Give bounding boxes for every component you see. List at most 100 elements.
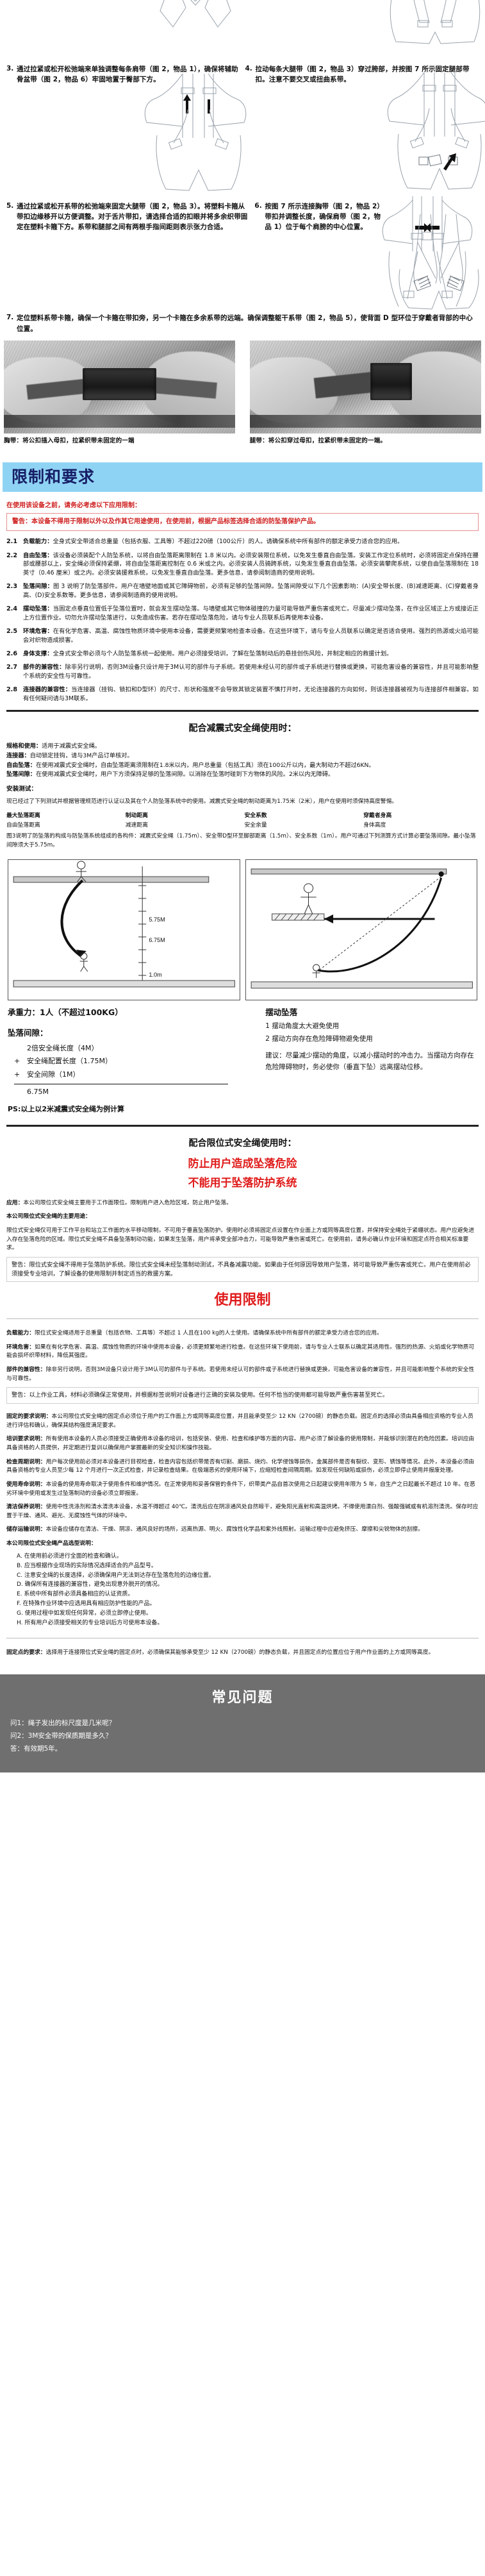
selection-bullet-2: C. 注意安全绳的长度选择，必须确保用户无法到达存在坠落危险的边缘位置。	[17, 1572, 215, 1579]
shock-factor-head: 穿戴者身高	[363, 812, 392, 819]
shock-section-title: 配合减震式安全绳使用时：	[188, 723, 297, 734]
harness-figure-legs-cross	[384, 214, 485, 310]
shock-spec-key: 规格和使用：	[6, 743, 42, 750]
photo-cell-leg: 腿带：将公扣穿过母扣，拉紧织带未固定的一端。	[249, 340, 481, 446]
shock-spec-key: 连接器：	[6, 752, 30, 759]
limits-red-warning-box: 警告：本设备不得用于限制以外以及作其它用途使用，在使用前，根据产品标签选择合适的…	[6, 513, 479, 532]
clause-title: 连接器的兼容性：	[23, 686, 72, 694]
use-limit-warning-box: 警告：以上作业工具，材料必须确保正常使用，并根据标签说明对设备进行正确的安装及使…	[6, 1387, 479, 1404]
clause-number: 2.3	[6, 583, 17, 591]
harness-figure-legstraps-right	[384, 72, 485, 191]
training-value: 所有使用本设备的人员必须接受正确使用本设备的培训，包括安装、使用、检查和维护等方…	[6, 1436, 475, 1452]
faq-item-0: 问1：绳子发出的标尺度是几米呢？	[10, 1719, 116, 1727]
lifespan-key: 使用寿命说明：	[6, 1481, 46, 1488]
harness-sketch-band-top	[0, 0, 485, 62]
harness-sketch-band-mid	[0, 72, 485, 199]
use-limit-item-0: 负载能力：限位式安全绳适用于总重量（包括衣物、工具等）不超过 1 人且在100 …	[0, 1327, 485, 1341]
harness-figure-shoulder	[135, 0, 256, 53]
faq-section: 常见问题 问1：绳子发出的标尺度是几米呢？ 问2：3M安全带的保质期是多久？ 答…	[0, 1674, 485, 1772]
svg-text:1.0m: 1.0m	[149, 972, 161, 978]
shock-spec-value: 在使用减震式安全绳时，自由坠落距离须限制在1.8米以内，用户总重量（包括工具）须…	[35, 761, 375, 769]
shock-spec-2: 自由坠落：在使用减震式安全绳时，自由坠落距离须限制在1.8米以内，用户总重量（包…	[6, 761, 479, 771]
limit-application-text: 本公司限位式安全绳主要用于工作面限位。限制用户进入危险区域，防止用户坠落。	[23, 1199, 232, 1206]
summary-block: 承重力：1人（不超过100KG） 坠落间隙： 2倍安全绳长度（4M） +安全绳配…	[0, 1000, 485, 1098]
training-key: 培训要求说明：	[6, 1436, 46, 1443]
summary-eq-value: 安全绳配置长度（1.75M）	[27, 1057, 112, 1066]
clause-number: 2.2	[6, 551, 17, 559]
summary-eq-op: +	[14, 1070, 21, 1079]
clause-2-8: 2.8 连接器的兼容性：当连接器（挂钩、锁扣和D型环）的尺寸、形状和强度不会导致…	[6, 686, 479, 703]
clause-number: 2.8	[6, 686, 17, 694]
summary-eq-op: +	[14, 1057, 21, 1066]
selection-bullet-0: A. 在使用前必须进行全面的检查和确认。	[17, 1553, 122, 1560]
anchor-point-value: 选择用于连接限位式安全绳的固定点时，必须确保其能够承受至少 12 KN（2700…	[45, 1649, 434, 1656]
selection-lead-label: 本公司限位式安全绳产品选型说明：	[6, 1540, 97, 1547]
shock-factor-1: 制动距离减速距离	[126, 812, 241, 830]
clause-2-4: 2.4 摆动坠落：当固定点垂直位置低于坠落位置时，就会发生摆动坠落。与墙壁或其它…	[6, 605, 479, 623]
use-limit-key: 负载能力：	[6, 1330, 35, 1337]
harness-figure-back	[384, 0, 485, 55]
step-3-number: 3.	[6, 65, 14, 72]
photo-leg-buckle	[249, 340, 481, 434]
summary-total: 6.75M	[27, 1088, 49, 1097]
limit-lead-label: 本公司限位式安全绳的主要用途：	[6, 1213, 91, 1220]
shock-diagram-note: 图3说明了防坠落的构成与防坠落系统组成的各构件：减震式安全绳（1.75m）、安全…	[6, 833, 476, 848]
anchor-requirement-value: 本公司限位式安全绳的固定点必须位于用户的工作面上方或同等高度位置，并且能承受至少…	[6, 1413, 473, 1429]
shock-spec-key: 坠落间隙：	[6, 771, 36, 779]
summary-right: 摆动坠落 1 摆动角度太大避免使用 2 摆动方向存在危险障碍物避免使用 建议：尽…	[265, 1007, 477, 1098]
summary-eq-0: 2倍安全绳长度（4M）	[8, 1042, 256, 1055]
selection-bullet-3: D. 确保所有连接器的兼容性，避免出现意外脱开的情况。	[17, 1581, 163, 1588]
diagram-swing-fall	[245, 859, 477, 1000]
shock-factor-head: 制动距离	[125, 812, 148, 819]
harness-sketch-band-lower	[0, 214, 485, 310]
shock-factor-head: 安全系数	[244, 812, 267, 819]
limits-clause-list: 2.1 负载能力：全身式安全带适合总重量（包括衣服、工具等）不超过220磅（10…	[0, 531, 485, 703]
summary-eq-2: +安全间隙（1M）	[8, 1068, 256, 1081]
clause-2-2: 2.2 自由坠落：该设备必须装配个人防坠系统，以将自由坠落距离限制在 1.8 米…	[6, 551, 479, 578]
use-limit-key: 环境危害：	[6, 1343, 35, 1351]
shock-factor-text: 安全余量	[244, 822, 267, 829]
diagram-free-fall: 5.75M 6.75M 1.0m	[8, 859, 240, 1000]
anchor-point-block: 固定点的要求：选择用于连接限位式安全绳的固定点时，必须确保其能够承受至少 12 …	[0, 1646, 485, 1660]
shock-factor-2: 安全系数安全余量	[245, 812, 360, 830]
step-7-text: 定位塑料系带卡箍，确保一个卡箍在带扣旁，另一个卡箍在多余系带的远端。确保调整躯干…	[17, 314, 473, 333]
harness-figure-chest	[382, 196, 481, 307]
clause-text: 当连接器（挂钩、锁扣和D型环）的尺寸、形状和强度不会导致其锁定装置不慎打开时，无…	[23, 686, 479, 703]
inspection-key: 检查周期说明：	[6, 1458, 46, 1465]
use-limit-key: 部件的兼容性：	[6, 1367, 46, 1374]
clause-title: 摆动坠落：	[23, 605, 53, 613]
clause-2-1: 2.1 负载能力：全身式安全带适合总重量（包括衣服、工具等）不超过220磅（10…	[6, 537, 479, 546]
shock-factor-text: 自由坠落距离	[6, 822, 40, 829]
divider-shock	[6, 710, 479, 712]
photo-strip: 胸带：将公扣插入母扣，拉紧织带未固定的一端 腿带：将公扣穿过母扣，拉紧织带未固定…	[0, 335, 485, 446]
clause-number: 2.5	[6, 628, 17, 636]
shock-spec-1: 连接器：自动锁定挂钩，请与3M产品订单核对。	[6, 752, 479, 761]
limit-warning-2: 不能用于坠落防护系统	[188, 1176, 297, 1190]
faq-item-2: 答：有效期5年。	[10, 1744, 62, 1753]
steps-top: 3. 通过拉紧或松开松弛端来单独调整每条肩带（图 2，物品 1），确保将辅助骨盆…	[0, 62, 485, 87]
selection-bullet-list: A. 在使用前必须进行全面的检查和确认。 B. 应当根据作业现场的实际情况选择适…	[0, 1551, 485, 1631]
step-6: 6. 按图 7 所示连接胸带（图 2，物品 2）带扣并调整长度，确保肩带（图 2…	[252, 200, 386, 234]
photo-leg-caption: 腿带：将公扣穿过母扣，拉紧织带未固定的一端。	[249, 437, 387, 444]
shock-spec-value: 适用于减震式安全绳。	[42, 743, 101, 750]
step-6-text: 按图 7 所示连接胸带（图 2，物品 2）带扣并调整长度，确保肩带（图 2，物品…	[265, 202, 381, 232]
clause-number: 2.1	[6, 538, 17, 546]
shock-spec-value: 自动锁定挂钩，请与3M产品订单核对。	[29, 752, 133, 759]
shock-factor-0: 最大坠落距离自由坠落距离	[6, 812, 122, 830]
summary-swing-item-0: 1 摆动角度太大避免使用	[265, 1022, 340, 1031]
use-limit-value: 如果在有化学危害、高温、腐蚀性物质的环境中使用本设备，必须更频繁地进行检查。在这…	[6, 1343, 475, 1360]
limit-body: 限位式安全绳仅可用于工作平台和站立工作面的水平移动限制，不可用于垂直坠落防护。使…	[6, 1227, 475, 1252]
step-7: 7. 定位塑料系带卡箍，确保一个卡箍在带扣旁，另一个卡箍在多余系带的远端。确保调…	[4, 312, 481, 335]
limit-section-title: 配合限位式安全绳使用时：	[188, 1138, 297, 1149]
shock-spec-value: 在使用减震式安全绳时，用户下方须保持足够的坠落间隙。以消除在坠落时碰到下方物体的…	[35, 771, 334, 779]
clause-2-3: 2.3 坠落间隙：图 3 说明了防坠落部件。用户在墙壁地面或其它障碍物前，必须有…	[6, 582, 479, 600]
selection-bullet-6: G. 使用过程中如发现任何异常，必须立即停止使用。	[17, 1610, 152, 1617]
selection-bullet-4: E. 系统中所有部件必须具备相应的认证资质。	[17, 1591, 134, 1598]
clause-text: 图 3 说明了防坠落部件。用户在墙壁地面或其它障碍物前，必须有足够的坠落间隙。坠…	[23, 583, 479, 600]
selection-bullet-1: B. 应当根据作业现场的实际情况选择适合的产品型号。	[17, 1562, 157, 1569]
shock-spec-key: 自由坠落：	[6, 761, 36, 769]
storage-block: 储存运输说明：本设备应储存在清洁、干燥、阴凉、通风良好的场所，远离热源、明火、腐…	[0, 1523, 485, 1537]
clause-title: 身体支撑：	[23, 650, 53, 657]
limits-red-heading: 在使用该设备之前，请务必考虑以下应用限制：	[6, 502, 141, 510]
cleaning-key: 清洁保养说明：	[6, 1504, 46, 1511]
